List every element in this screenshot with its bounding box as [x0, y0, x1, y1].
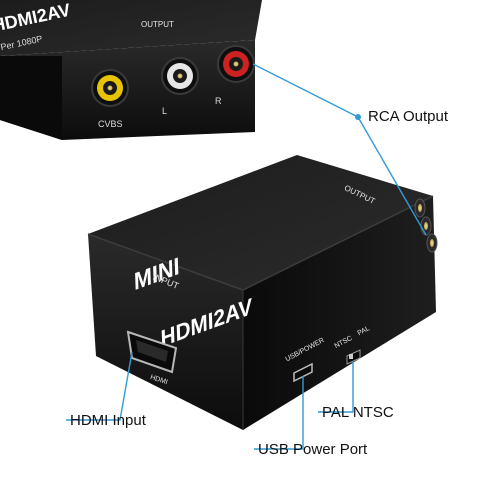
top-output-label: OUTPUT: [141, 20, 174, 29]
callout-pal-ntsc: PAL NTSC: [322, 404, 394, 421]
cvbs-label: CVBS: [98, 119, 123, 129]
main-device: MINI HDMI2AV INPUT OUTPUT HDMI USB/POWER…: [87, 155, 438, 430]
callout-usb-power-port: USB Power Port: [258, 441, 368, 458]
right-audio-label: R: [215, 96, 222, 106]
callout-lines: [66, 63, 427, 450]
rca-yellow-connector: [91, 69, 129, 107]
callout-line-usb: [254, 376, 304, 450]
hdmi-port: [126, 330, 178, 374]
callout-line-pal: [318, 362, 354, 413]
rca-red-connector: [217, 45, 255, 83]
callout-hdmi-input: HDMI Input: [70, 412, 146, 429]
pal-ntsc-switch: [346, 349, 361, 365]
left-audio-label: L: [162, 106, 167, 116]
callout-rca-output: RCA Output: [368, 108, 449, 125]
rca-white-connector: [161, 57, 199, 95]
callout-line-hdmi: [66, 351, 133, 421]
usb-port: [293, 362, 313, 383]
top-device-closeup: HDMI2AV Per 1080P OUTPUT CVBS L R: [0, 0, 262, 140]
